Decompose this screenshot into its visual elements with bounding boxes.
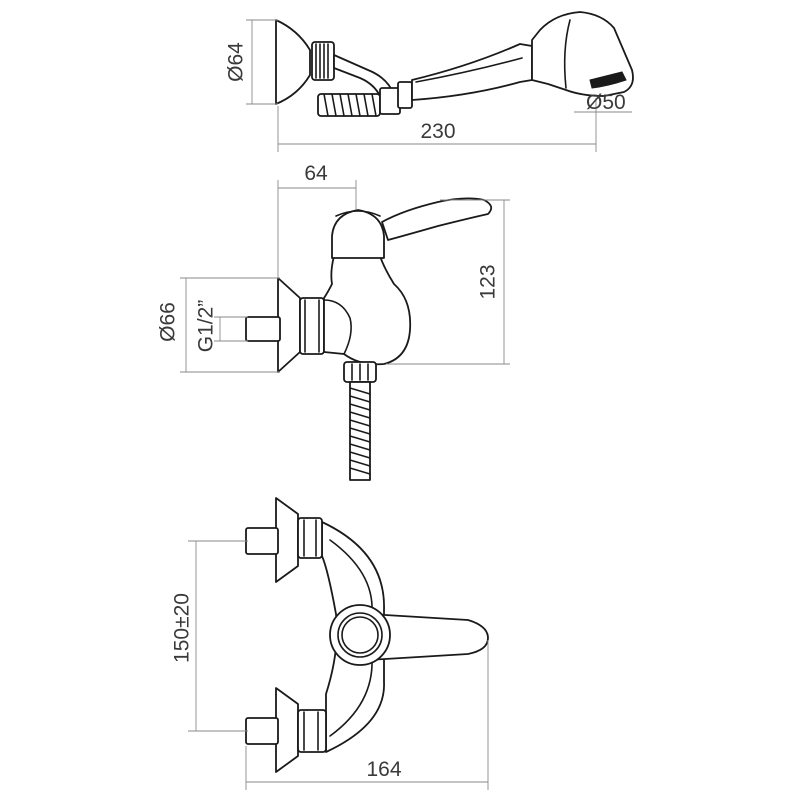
dim-mixer-width: 164: [366, 758, 401, 781]
inlet-pipe: [245, 316, 281, 342]
dim-mixer-depth: 64: [304, 162, 328, 185]
lever-handle-top: [367, 613, 489, 661]
dim-inlet-thread: G1/2”: [195, 300, 218, 353]
mixer-body: [323, 255, 412, 366]
upper-inlet: [245, 497, 323, 583]
dim-holder-diameter: Ø64: [225, 42, 248, 82]
hex-nut: [299, 297, 325, 355]
mixer-top-view: [188, 497, 489, 790]
mixer-side-view: [180, 180, 510, 481]
wall-holder: [275, 19, 311, 105]
dim-inlet-spacing: 150±20: [171, 593, 194, 663]
dim-mixer-height: 123: [477, 264, 500, 299]
handshower-head: [531, 11, 634, 97]
cartridge-cap: [329, 604, 391, 666]
hose-coil: [317, 93, 381, 117]
lower-inlet: [245, 687, 327, 773]
shower-hose: [349, 381, 371, 481]
handshower-handle: [411, 43, 533, 101]
lever-handle: [381, 197, 493, 241]
wall-flange: [277, 277, 301, 373]
dim-head-diameter: Ø50: [586, 91, 626, 114]
handle-cap: [331, 209, 385, 259]
dim-handshower-length: 230: [420, 120, 455, 143]
handshower-view: [246, 11, 634, 152]
dim-flange-diameter: Ø66: [157, 302, 180, 342]
